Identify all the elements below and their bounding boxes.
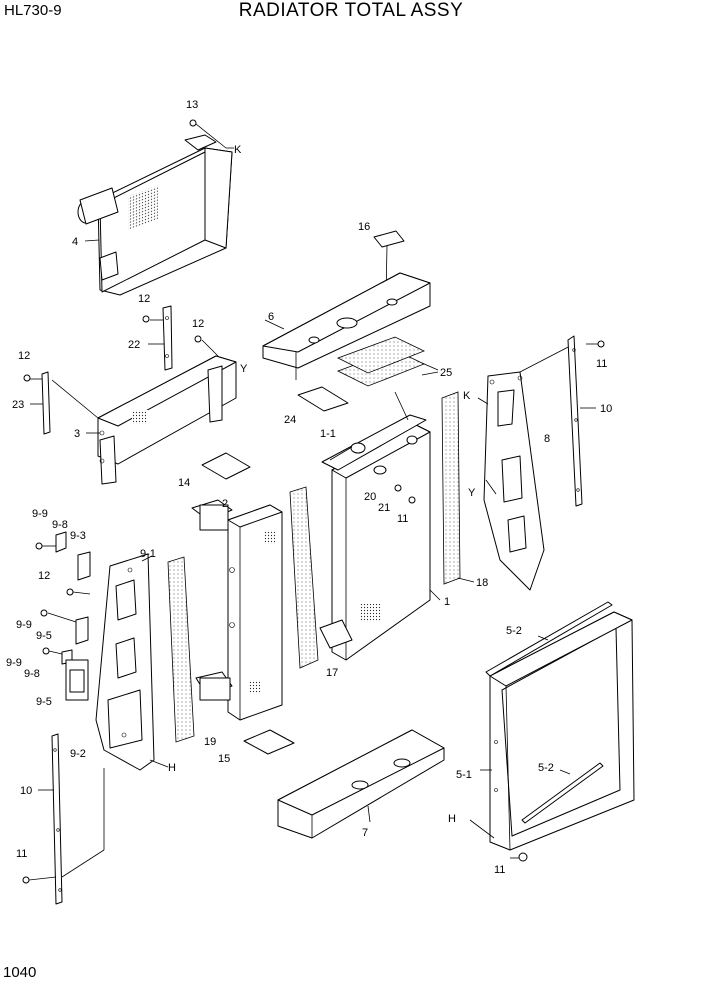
callout-5-1: 5-1 [456, 769, 472, 781]
callout-H: H [168, 762, 176, 774]
side-frame-part-8 [477, 343, 575, 591]
callout-9-9: 9-9 [16, 619, 32, 631]
small-brackets-part-9 [35, 531, 91, 701]
callout-13: 13 [186, 99, 198, 111]
intercooler-part-4 [77, 119, 234, 296]
callout-2: 2 [222, 498, 228, 510]
callout-12: 12 [18, 350, 30, 362]
callout-Y: Y [240, 363, 248, 375]
radiator-core-part-1 [319, 391, 441, 661]
strip-part-10-right [567, 335, 605, 507]
callout-9-9: 9-9 [6, 657, 22, 669]
bracket-part-23 [23, 371, 51, 435]
pad-part-14 [201, 452, 251, 480]
callout-23: 23 [12, 399, 24, 411]
callout-H: H [448, 813, 456, 825]
side-frame-part-9-1 [95, 553, 169, 771]
label-plate-part-16 [373, 230, 405, 297]
callout-18: 18 [476, 577, 488, 589]
callout-6: 6 [268, 311, 274, 323]
model-code: HL730-9 [4, 2, 62, 19]
callout-Y: Y [468, 487, 476, 499]
callout-1-1: 1-1 [320, 428, 336, 440]
callout-3: 3 [74, 428, 80, 440]
callout-11: 11 [494, 864, 505, 876]
mesh-part-18 [441, 391, 475, 585]
callout-11: 11 [16, 848, 27, 860]
oil-cooler-part-3 [51, 335, 237, 485]
lower-shroud-part-7 [277, 729, 445, 839]
callout-9-9: 9-9 [32, 508, 48, 520]
callout-21: 21 [378, 502, 390, 514]
shroud-frame-part-5-1 [480, 611, 635, 851]
mesh-part-17 [289, 486, 319, 669]
seal-strip-part-5-2 [469, 601, 613, 862]
callout-12: 12 [38, 570, 50, 582]
callout-16: 16 [358, 221, 370, 233]
side-tank-part-2 [191, 499, 283, 721]
callout-5-2: 5-2 [506, 625, 522, 637]
callout-K: K [463, 390, 471, 402]
callout-7: 7 [362, 827, 368, 839]
callout-K: K [234, 144, 242, 156]
callout-10: 10 [20, 785, 32, 797]
callout-9-1: 9-1 [140, 548, 156, 560]
callout-20: 20 [364, 491, 376, 503]
callout-10: 10 [600, 403, 612, 415]
callout-15: 15 [218, 753, 230, 765]
callout-9-3: 9-3 [70, 530, 86, 542]
upper-shroud-part-6 [262, 272, 431, 380]
callout-4: 4 [72, 236, 78, 248]
callout-11: 11 [397, 513, 408, 525]
callout-22: 22 [128, 339, 140, 351]
pad-part-24 [297, 386, 349, 412]
page-number: 1040 [3, 964, 37, 981]
strip-part-10-left [22, 733, 105, 905]
callout-1: 1 [444, 596, 450, 608]
pad-part-15 [243, 729, 295, 755]
callout-5-2: 5-2 [538, 762, 554, 774]
pads-part-25 [336, 336, 439, 387]
callout-25: 25 [440, 367, 452, 379]
callout-17: 17 [326, 667, 338, 679]
callout-24: 24 [284, 414, 296, 426]
callout-9-8: 9-8 [52, 519, 68, 531]
callout-19: 19 [204, 736, 216, 748]
callout-12: 12 [138, 293, 150, 305]
callout-11: 11 [596, 358, 607, 370]
callout-12: 12 [192, 318, 204, 330]
callout-9-5: 9-5 [36, 630, 52, 642]
mesh-part-19 [167, 556, 195, 743]
callout-9-2: 9-2 [70, 748, 86, 760]
page-title: RADIATOR TOTAL ASSY [238, 0, 464, 21]
callout-8: 8 [544, 433, 550, 445]
callout-9-5: 9-5 [36, 696, 52, 708]
bracket-part-22 [142, 305, 173, 371]
callout-9-8: 9-8 [24, 668, 40, 680]
callout-labels: 13 K 4 16 6 12 22 12 Y 12 23 3 25 24 11 … [6, 99, 612, 876]
callout-14: 14 [178, 477, 190, 489]
